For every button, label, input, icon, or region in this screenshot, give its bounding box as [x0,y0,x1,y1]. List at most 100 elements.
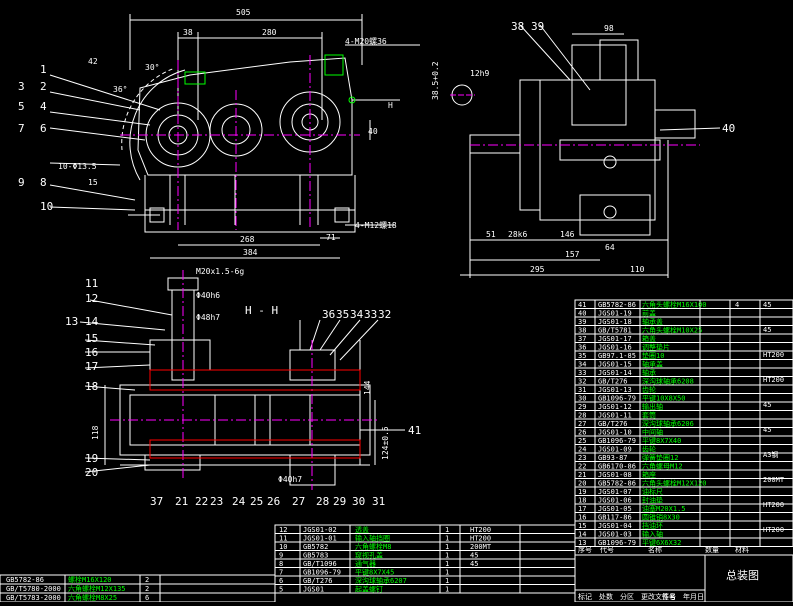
bom-code: JGS01-17 [598,335,632,343]
side-view-accent [450,94,700,146]
bom-name: 挡油环 [642,521,663,530]
bom-no: 38 [578,327,586,335]
sign-cell: 分区 [620,592,634,601]
callout-38: 38 [511,20,524,33]
bom-code: JGS01-15 [598,361,632,369]
sign-cell: 更改文件号 [641,592,676,601]
bom-code: GB5782 [303,543,328,551]
foot-bolt-right [334,207,350,223]
bom-name: 透盖 [355,525,369,534]
callout-5: 5 [18,100,25,113]
bom-material: A3钢 [763,450,778,459]
bom-name: 垫圈10 [642,351,664,360]
callout-10: 10 [40,200,53,213]
bom-name: 六角螺栓M8X25 [68,593,117,602]
bom-no: 7 [279,569,283,577]
cover-arc-dashed [121,67,176,151]
callout-7: 7 [18,122,25,135]
bom-header: 名称 [648,545,662,554]
bom-material: HT200 [763,501,784,509]
bom-qty: 1 [445,560,449,568]
bom-code: JGS01-14 [598,369,632,377]
bom-code: GB117-86 [598,514,632,522]
bom-header: 材料 [735,545,749,554]
bom-code: GB5782-86 [598,480,636,488]
bom-no: 35 [578,352,586,360]
bom-qty: 6 [145,594,149,602]
bom-code: GB1096-79 [598,437,636,445]
bom-code: JGS01-19 [598,310,632,318]
callout-28: 28 [316,495,329,508]
bom-qty: 1 [445,543,449,551]
dim-12h9: 12h9 [470,69,489,78]
bom-code: GB/T5783-2000 [6,594,61,602]
bom-material: 45 [470,560,478,568]
bom-name: 封油垫 [642,496,663,505]
housing-body [539,79,656,221]
drawing-title: 总装图 [726,568,759,582]
bom-name: 前盖 [642,309,656,318]
cut-label: H [388,101,393,110]
leader [539,24,591,91]
sign-cell: 处数 [599,592,613,601]
bom-qty: 1 [445,552,449,560]
bom-name: 油塞M20X1.5 [642,504,686,513]
bom-material: HT200 [763,376,784,384]
dim-64: 64 [605,243,615,252]
leader [49,111,151,126]
bom-material: 45 [763,426,771,434]
bom-material: 45 [470,552,478,560]
callout-22: 22 [195,495,208,508]
callout-12: 12 [85,292,98,305]
bom-no: 41 [578,301,586,309]
bom-code: JGS01-08 [598,471,632,479]
bom-no: 21 [578,471,586,479]
bom-name: 六角螺母M12 [642,462,683,471]
bom-code: GB1096-79 [598,395,636,403]
bolt [603,205,617,219]
dim-157: 157 [565,250,580,259]
bom-code: JGS01-02 [303,526,337,534]
eye-bolt [324,54,344,76]
bom-name: 深沟球轴承6208 [642,377,694,386]
bearing-cap-bottom [144,454,201,471]
callout-41: 41 [408,424,421,437]
dim-15: 15 [88,178,98,187]
callout-21: 21 [175,495,188,508]
front-view-details [184,54,356,104]
dim-146: 146 [560,230,575,239]
callout-13: 13 [65,315,78,328]
bom-no: 37 [578,335,586,343]
leader [84,464,151,473]
bom-code: GB/T1096 [303,560,337,568]
callout-16: 16 [85,346,98,359]
dim-144: 144 [363,380,372,395]
dim-thread: M20x1.5-6g [196,267,244,276]
callout-2: 2 [40,80,47,93]
bom-qty: 2 [145,576,149,584]
callout-32: 32 [378,308,391,321]
bom-name: 六角头螺栓M16X100 [642,300,707,309]
bom-code: JGS01-12 [598,403,632,411]
callout-6: 6 [40,122,47,135]
callout-18: 18 [85,380,98,393]
bom-no: 20 [578,480,586,488]
callout-19: 19 [85,452,98,465]
bom-name: 窥视孔盖 [355,551,383,560]
bom-name: 六角螺栓M8 [355,542,391,551]
bom-no: 6 [279,577,283,585]
dim-295: 295 [530,265,545,274]
bom-code: GB6170-86 [598,463,636,471]
bom-no: 12 [279,526,287,534]
